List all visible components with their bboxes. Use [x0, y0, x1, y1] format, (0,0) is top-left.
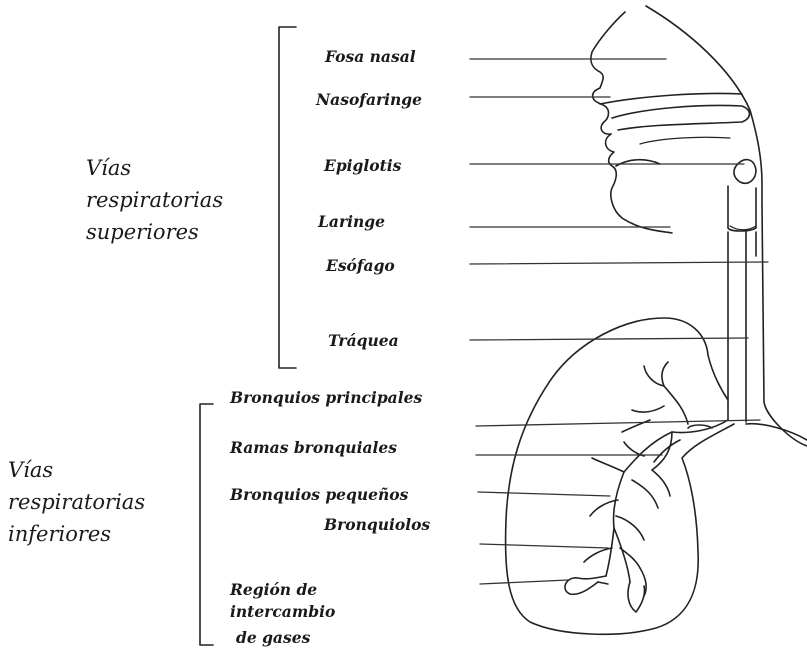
label-region-line-1: Región de [230, 582, 317, 598]
label-ramas-bronquiales: Ramas bronquiales [230, 440, 397, 456]
label-nasofaringe: Nasofaringe [316, 92, 422, 108]
head-outline [591, 6, 762, 233]
label-epiglotis: Epiglotis [324, 158, 401, 174]
neck-tubes [728, 186, 807, 446]
lower-group-bracket [200, 404, 213, 645]
lung-outline [506, 318, 807, 634]
label-esofago: Esófago [326, 258, 395, 274]
upper-group-line-3: superiores [86, 222, 199, 243]
upper-group-line-2: respiratorias [86, 190, 223, 211]
label-region-line-3: de gases [236, 630, 310, 646]
label-laringe: Laringe [318, 214, 385, 230]
label-bronquios-principales: Bronquios principales [230, 390, 422, 406]
label-fosa-nasal: Fosa nasal [325, 49, 416, 65]
upper-group-line-1: Vías [86, 158, 131, 179]
bronchial-tree [565, 362, 728, 612]
label-traquea: Tráquea [328, 333, 399, 349]
lower-group-line-1: Vías [8, 460, 53, 481]
label-bronquios-pequenos: Bronquios pequeños [230, 487, 408, 503]
lower-group-line-2: respiratorias [8, 492, 145, 513]
lower-group-line-3: inferiores [8, 524, 111, 545]
label-region-line-2: intercambio [230, 604, 335, 620]
upper-group-bracket [279, 27, 296, 368]
label-bronquiolos: Bronquiolos [324, 517, 430, 533]
